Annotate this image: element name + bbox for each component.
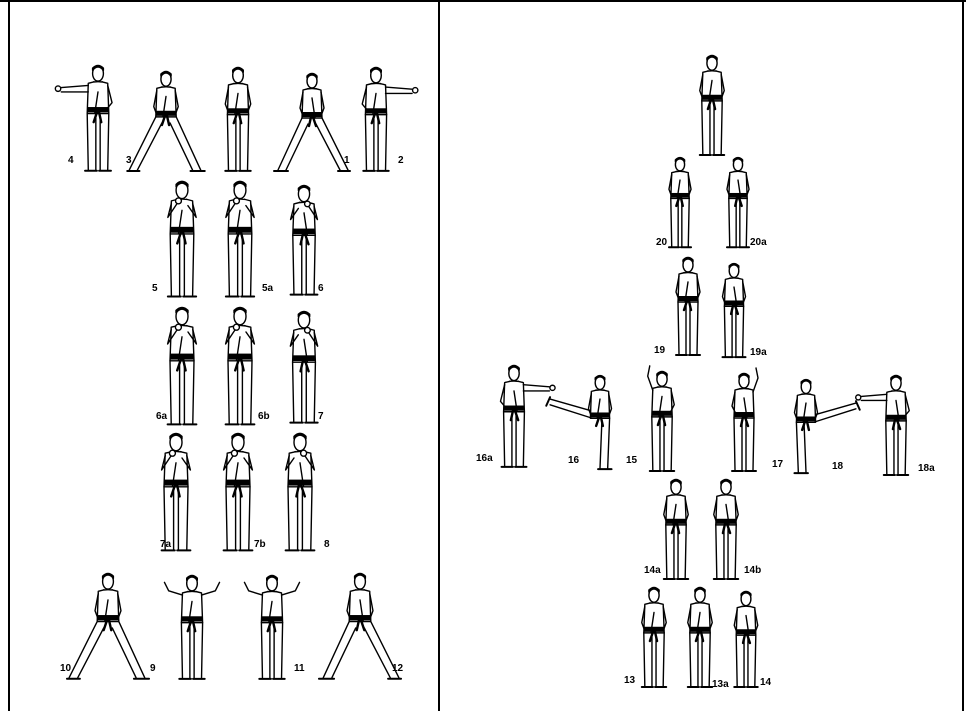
label-16: 16 [568,456,579,466]
label-13: 13 [624,676,635,686]
figure-18 [794,380,859,474]
figure-14a [664,479,688,578]
label-15: 15 [626,456,637,466]
figure-14 [734,592,758,688]
figure-19 [676,258,700,356]
figure-19a [722,264,745,358]
label-16a: 16a [476,454,493,464]
figure-18a [856,375,910,474]
figure-13a [688,587,712,686]
label-14b: 14b [744,566,761,576]
figure-20a [727,158,749,248]
figure-13 [642,587,666,686]
label-20a: 20a [750,238,767,248]
figure-20 [669,158,691,248]
figure-16a [500,365,555,466]
figure-start [700,55,724,154]
figure-14b [714,479,738,578]
label-13a: 13a [712,680,729,690]
label-14: 14 [760,678,771,688]
figure-17 [732,368,758,471]
label-20: 20 [656,238,667,248]
label-14a: 14a [644,566,661,576]
label-17: 17 [772,460,783,470]
label-18a: 18a [918,464,935,474]
label-18: 18 [832,462,843,472]
figure-15 [648,366,675,471]
label-19a: 19a [750,348,767,358]
label-19: 19 [654,346,665,356]
